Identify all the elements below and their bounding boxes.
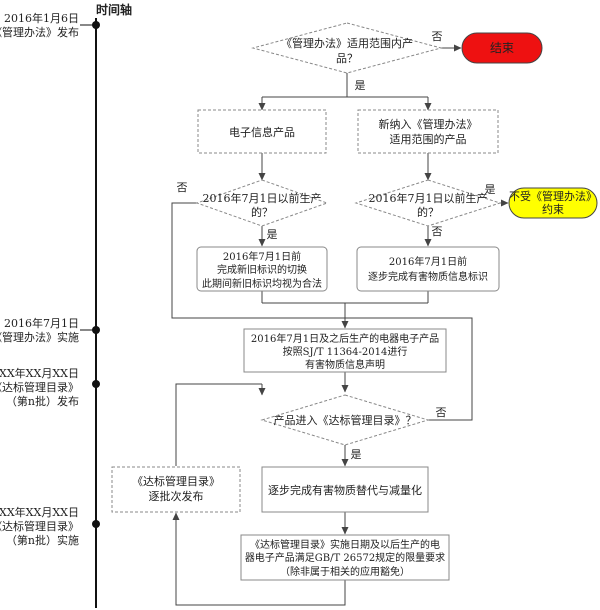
timeline-event-catalog-implement: XXXX年XX月XX日 《达标管理目录》 （第n批）实施 [0, 505, 100, 547]
timeline-event-publish: 2016年1月6日 《管理办法》发布 [0, 11, 100, 39]
box-electronic-info-label: 电子信息产品 [229, 125, 295, 139]
decision-scope-line-1: 《管理办法》适用范围内产 [281, 36, 413, 50]
box-batch-publish-line-1: 《达标管理目录》 [132, 474, 220, 488]
decision-before-right-line-1: 2016年7月1日以前生产 [369, 191, 488, 205]
timeline-event-implement: 2016年7月1日 《管理办法》实施 [0, 316, 100, 344]
decision-before-right: 2016年7月1日以前生产 的？ [354, 179, 502, 227]
box-declaration-line-3: 有害物质信息声明 [305, 358, 385, 371]
box-batch-publish-line-2: 逐批次发布 [149, 489, 204, 503]
decision-before-left: 2016年7月1日以前生产 的？ [195, 179, 329, 227]
timeline-event-1-line-1: 2016年1月6日 [4, 11, 79, 25]
box-electronic-info: 电子信息产品 [197, 109, 327, 154]
box-final-line-1: 《达标管理目录》实施日期及以后生产的电 [250, 538, 440, 551]
box-new-scope: 新纳入《管理办法》 适用范围的产品 [357, 109, 499, 154]
timeline-dot [92, 520, 100, 528]
box-final-line-2: 器电子产品满足GB/T 26572规定的限量要求 [245, 551, 445, 564]
not-bound-terminator: 不受《管理办法》 约束 [508, 187, 598, 219]
timeline-event-4-line-3: （第n批）实施 [6, 533, 79, 547]
connectors [171, 44, 509, 606]
label-no-scope: 否 [432, 30, 443, 43]
box-new-scope-line-2: 适用范围的产品 [390, 132, 467, 146]
decision-scope: 《管理办法》适用范围内产 品？ [251, 22, 443, 74]
label-yes-catalog: 是 [351, 448, 362, 461]
box-declaration-line-1: 2016年7月1日及之后生产的电器电子产品 [251, 332, 439, 345]
box-switch-marks-line-3: 此期间新旧标识均视为合法 [202, 277, 322, 290]
box-switch-marks-line-1: 2016年7月1日前 [223, 250, 301, 263]
timeline-title: 时间轴 [96, 2, 132, 17]
end-label: 结束 [490, 41, 514, 55]
label-no-right: 否 [432, 225, 443, 238]
decision-before-right-line-2: 的？ [417, 205, 439, 219]
box-switch-marks: 2016年7月1日前 完成新旧标识的切换 此期间新旧标识均视为合法 [196, 246, 328, 292]
timeline-event-1-line-2: 《管理办法》发布 [0, 25, 79, 39]
box-batch-publish: 《达标管理目录》 逐批次发布 [111, 466, 241, 513]
decision-before-left-line-1: 2016年7月1日以前生产 [203, 191, 322, 205]
label-no-left: 否 [177, 181, 188, 194]
timeline-event-2-line-1: 2016年7月1日 [4, 316, 79, 330]
box-switch-marks-line-2: 完成新旧标识的切换 [217, 263, 307, 276]
not-bound-line-1: 不受《管理办法》 [509, 189, 597, 203]
label-yes-scope: 是 [355, 79, 366, 92]
box-substitution: 逐步完成有害物质替代与减量化 [261, 466, 429, 513]
timeline-event-catalog-publish: XXXX年XX月XX日 《达标管理目录》 （第n批）发布 [0, 366, 100, 408]
timeline-event-3-line-2: 《达标管理目录》 [0, 380, 79, 394]
not-bound-line-2: 约束 [542, 203, 564, 216]
box-substitution-label: 逐步完成有害物质替代与减量化 [268, 483, 422, 497]
box-final-line-3: （除非属于相关的应用豁免） [280, 565, 410, 578]
timeline-event-2-line-2: 《管理办法》实施 [0, 330, 79, 344]
box-declaration: 2016年7月1日及之后生产的电器电子产品 按照SJ/T 11364-2014进… [243, 328, 447, 373]
box-final-requirement: 《达标管理目录》实施日期及以后生产的电 器电子产品满足GB/T 26572规定的… [240, 534, 450, 581]
decision-scope-line-2: 品？ [336, 52, 358, 65]
label-no-catalog: 否 [436, 406, 447, 419]
timeline-dot [92, 380, 100, 388]
box-hazard-marks: 2016年7月1日前 逐步完成有害物质信息标识 [356, 246, 500, 292]
branch-labels: 否 是 否 是 是 否 否 是 [177, 30, 496, 461]
label-yes-left: 是 [267, 228, 278, 241]
decision-before-left-line-2: 的？ [251, 205, 273, 219]
timeline-event-4-line-1: XXXX年XX月XX日 [0, 505, 79, 519]
end-terminator: 结束 [461, 32, 543, 64]
box-declaration-line-2: 按照SJ/T 11364-2014进行 [283, 345, 408, 358]
timeline-event-3-line-3: （第n批）发布 [6, 394, 79, 408]
box-hazard-marks-line-1: 2016年7月1日前 [389, 255, 467, 268]
timeline-event-4-line-2: 《达标管理目录》 [0, 519, 79, 533]
label-yes-right: 是 [485, 183, 496, 196]
timeline-event-3-line-1: XXXX年XX月XX日 [0, 366, 79, 380]
decision-catalog: 产品进入《达标管理目录》？ [260, 394, 430, 446]
box-hazard-marks-line-2: 逐步完成有害物质信息标识 [368, 270, 488, 283]
decision-catalog-label: 产品进入《达标管理目录》？ [274, 413, 417, 427]
box-new-scope-line-1: 新纳入《管理办法》 [379, 117, 478, 131]
